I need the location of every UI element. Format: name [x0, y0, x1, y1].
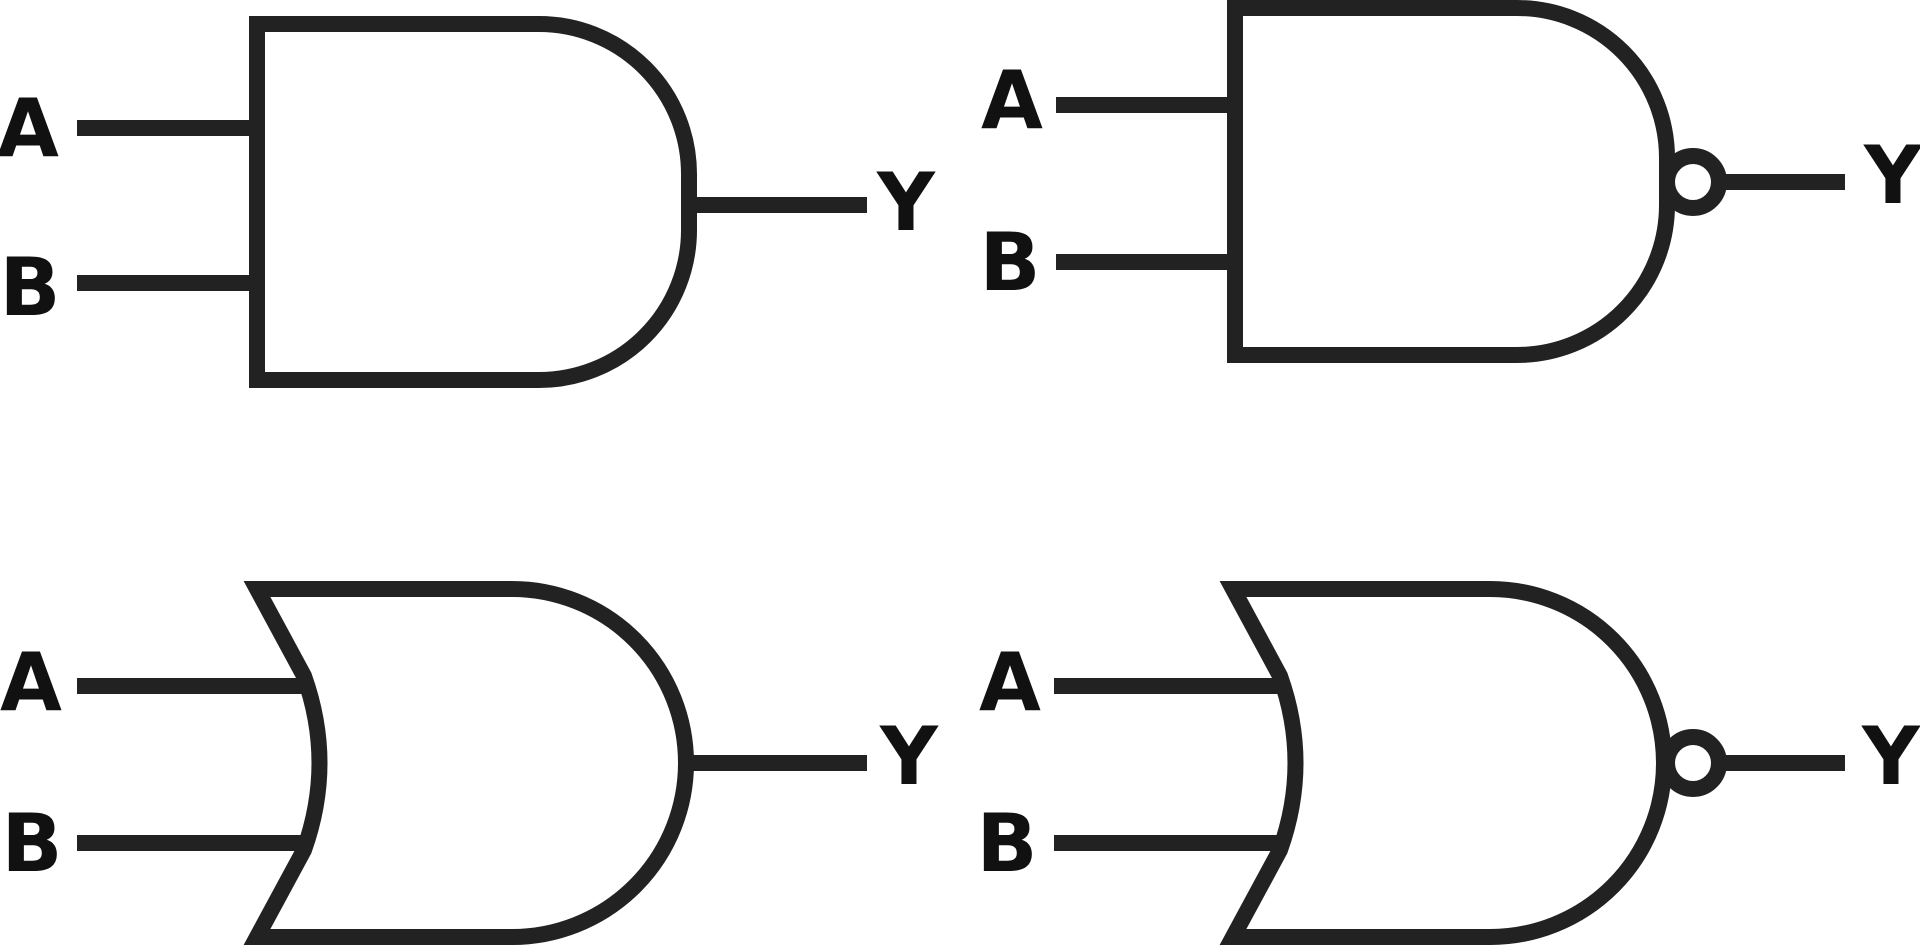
nand-gate: A B Y [980, 0, 1920, 363]
nor-gate: A B Y [977, 581, 1920, 945]
or-gate: A B Y [0, 581, 939, 945]
nand-output-bubble [1659, 148, 1727, 216]
or-gate-body [243, 581, 694, 945]
or-output-label: Y [879, 710, 939, 803]
nor-output-label: Y [1861, 710, 1920, 803]
nand-input-b-label: B [980, 216, 1041, 309]
and-input-b-label: B [0, 241, 60, 334]
and-input-a-label: A [0, 82, 59, 175]
nor-gate-body [1219, 581, 1672, 945]
and-gate-body [249, 15, 697, 388]
nor-input-b-label: B [977, 797, 1038, 890]
and-gate: A B Y [0, 15, 936, 388]
nand-output-label: Y [1863, 129, 1920, 222]
nand-gate-body [1227, 0, 1675, 363]
or-input-b-label: B [2, 797, 63, 890]
nand-input-a-label: A [981, 54, 1043, 147]
nor-input-a-label: A [979, 636, 1041, 729]
nor-output-bubble [1659, 729, 1727, 797]
or-input-a-label: A [0, 636, 62, 729]
and-output-label: Y [876, 156, 936, 249]
